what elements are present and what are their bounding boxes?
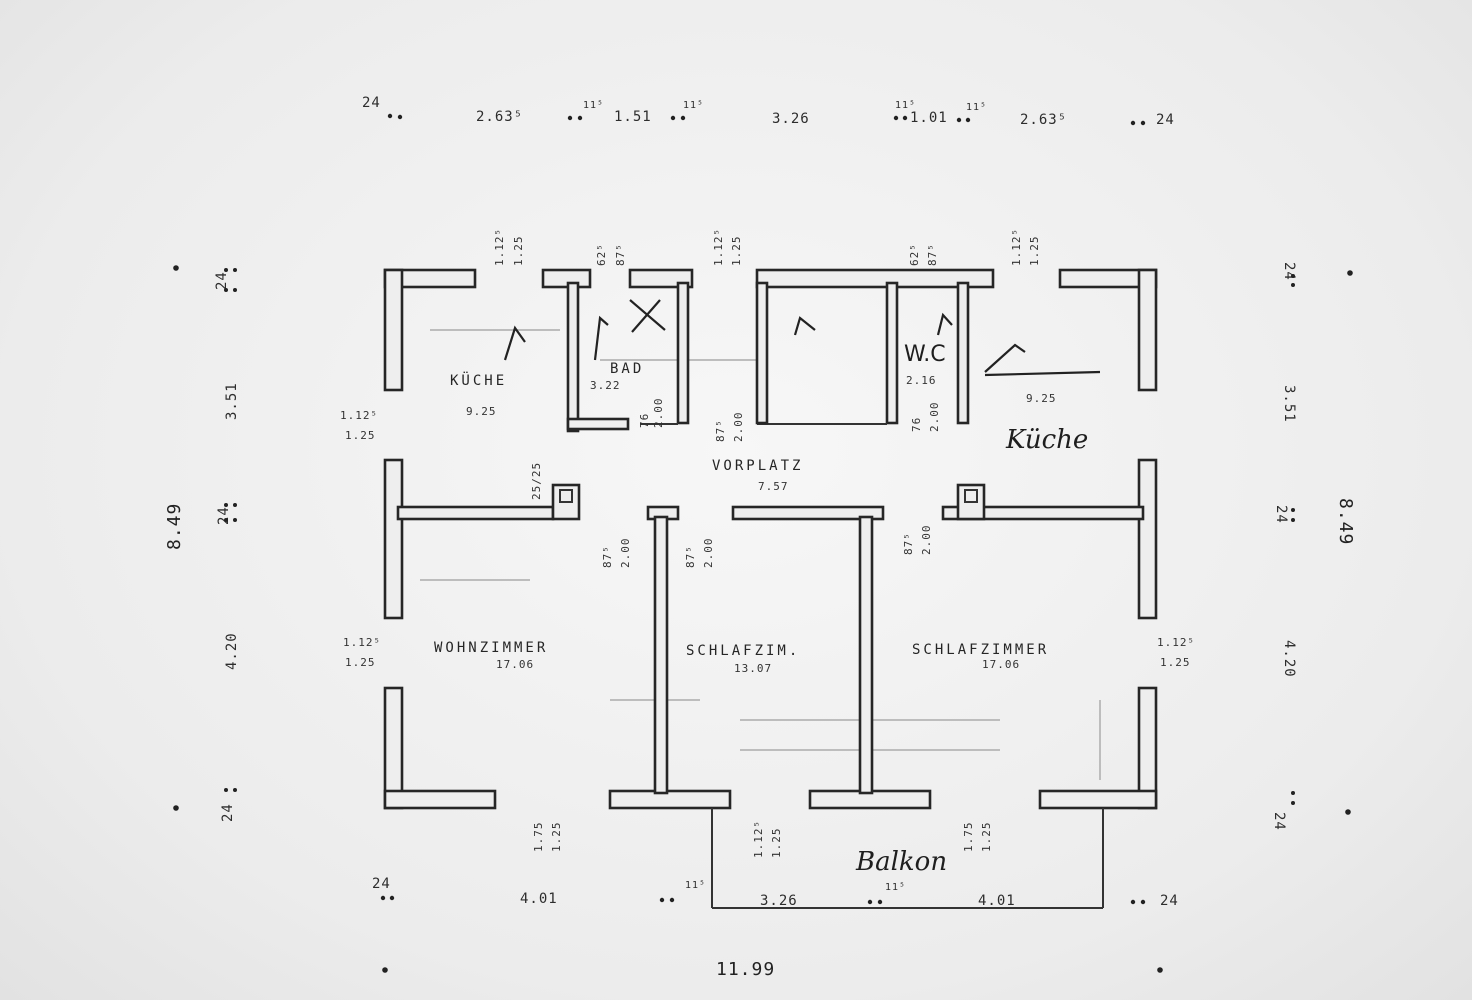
bottom-window-3-width: 1.75 (962, 822, 975, 853)
top-dim-6: 3.26 (772, 111, 810, 127)
top-dim-1: 24 (362, 95, 381, 111)
top-window-2-width: 1.12⁵ (712, 228, 725, 266)
room-label-vorplatz: VORPLATZ (712, 458, 803, 474)
bottom-dim-6: 4.01 (978, 893, 1016, 909)
left-window-lower-width: 1.12⁵ (343, 636, 381, 649)
door-store-width: 87⁵ (714, 419, 727, 442)
right-dim-2: 3.51 (1281, 385, 1297, 423)
door-wc-height: 2.00 (928, 402, 941, 433)
room-area-schlafzimmer-mid: 13.07 (734, 662, 772, 675)
top-dim-3: 11⁵ (583, 100, 604, 111)
bottom-dim-2: 4.01 (520, 891, 558, 907)
room-labels: KÜCHE 9.25 BAD 3.22 W.C 2.16 Küche 9.25 … (434, 342, 1088, 877)
right-dim-5: 24 (1271, 812, 1287, 831)
room-label-schlafzimmer-mid: SCHLAFZIM. (686, 643, 800, 659)
room-area-bad: 3.22 (590, 379, 621, 392)
room-label-balkon: Balkon (855, 847, 947, 877)
left-dim-3: 24 (216, 506, 232, 525)
door-schlaf-right-height: 2.00 (920, 525, 933, 556)
top-dim-8: 1.01 (910, 110, 948, 126)
top-window-2-height: 1.25 (730, 236, 743, 267)
top-window-bad-height: 87⁵ (614, 243, 627, 266)
door-schlaf-right-width: 87⁵ (902, 532, 915, 555)
room-area-kueche-right: 9.25 (1026, 392, 1057, 405)
room-area-kueche-left: 9.25 (466, 405, 497, 418)
top-dim-11: 24 (1156, 112, 1175, 128)
overall-depth-right: 8.49 (1335, 498, 1356, 545)
room-label-kueche-right: Küche (1005, 425, 1088, 455)
left-dimension-line: 24 3.51 24 4.20 24 8.49 (164, 265, 240, 822)
right-dim-3: 24 (1273, 505, 1289, 524)
overall-depth-left: 8.49 (164, 503, 185, 550)
room-label-wc: W.C (904, 342, 946, 367)
overall-width: 11.99 (716, 959, 775, 980)
top-window-wc-height: 87⁵ (926, 243, 939, 266)
left-dim-1: 24 (214, 271, 230, 290)
exterior-walls (383, 268, 1158, 810)
room-label-schlafzimmer-right: SCHLAFZIMMER (912, 642, 1049, 658)
bottom-dim-1: 24 (372, 876, 391, 892)
room-area-wohnzimmer: 17.06 (496, 658, 534, 671)
top-window-wc-width: 62⁵ (908, 243, 921, 266)
top-dim-2: 2.63⁵ (476, 109, 523, 125)
bottom-dim-7: 24 (1160, 893, 1179, 909)
room-area-wc: 2.16 (906, 374, 937, 387)
interior-walls (396, 281, 1145, 795)
room-area-vorplatz: 7.57 (758, 480, 789, 493)
bottom-window-1-width: 1.75 (532, 822, 545, 853)
bottom-dim-3: 11⁵ (685, 880, 706, 891)
top-dim-5: 11⁵ (683, 100, 704, 111)
left-dim-5: 24 (220, 803, 236, 822)
door-wohn-height: 2.00 (619, 538, 632, 569)
door-wohn-width: 87⁵ (601, 545, 614, 568)
left-window-upper-width: 1.12⁵ (340, 409, 378, 422)
top-window-1-width: 1.12⁵ (493, 228, 506, 266)
opening-dimensions: 1.12⁵ 1.25 1.12⁵ 1.25 1.12⁵ 1.25 1.12⁵ 1… (340, 228, 1195, 859)
top-dim-4: 1.51 (614, 109, 652, 125)
bottom-window-3-height: 1.25 (980, 822, 993, 853)
room-label-wohnzimmer: WOHNZIMMER (434, 640, 548, 656)
top-window-3-height: 1.25 (1028, 236, 1041, 267)
handwritten-marks (503, 299, 1101, 377)
bottom-dim-4: 3.26 (760, 893, 798, 909)
top-window-1-height: 1.25 (512, 236, 525, 267)
door-bad-height: 2.00 (652, 398, 665, 429)
right-dim-1: 24 (1281, 262, 1297, 281)
door-schlaf-mid-width: 87⁵ (684, 545, 697, 568)
top-dim-7: 11⁵ (895, 100, 916, 111)
left-dim-4: 4.20 (224, 632, 240, 670)
bottom-window-2-width: 1.12⁵ (752, 820, 765, 858)
top-dimension-line: 24 2.63⁵ 11⁵ 1.51 11⁵ 3.26 11⁵ 1.01 11⁵ … (362, 95, 1175, 128)
bottom-window-1-height: 1.25 (550, 822, 563, 853)
top-dim-9: 11⁵ (966, 102, 987, 113)
room-label-bad: BAD (610, 361, 644, 377)
right-dimension-line: 24 3.51 24 4.20 24 8.49 (1271, 262, 1356, 831)
top-window-3-width: 1.12⁵ (1010, 228, 1023, 266)
bottom-dimension-line: 24 4.01 11⁵ 3.26 11⁵ 4.01 24 11.99 (372, 876, 1179, 980)
chimney-size: 25/25 (530, 462, 543, 500)
bottom-window-2-height: 1.25 (770, 828, 783, 859)
door-wc-width: 76 (910, 417, 923, 432)
balcony-outline (711, 808, 1104, 909)
left-dim-2: 3.51 (224, 382, 240, 420)
left-window-lower-height: 1.25 (345, 656, 376, 669)
door-bad-width: 76 (638, 413, 651, 428)
right-dim-4: 4.20 (1281, 640, 1297, 678)
left-window-upper-height: 1.25 (345, 429, 376, 442)
right-window-lower-height: 1.25 (1160, 656, 1191, 669)
door-schlaf-mid-height: 2.00 (702, 538, 715, 569)
bottom-dim-5: 11⁵ (885, 882, 906, 893)
door-store-height: 2.00 (732, 412, 745, 443)
right-window-lower-width: 1.12⁵ (1157, 636, 1195, 649)
top-dim-10: 2.63⁵ (1020, 112, 1067, 128)
room-area-schlafzimmer-right: 17.06 (982, 658, 1020, 671)
top-window-bad-width: 62⁵ (595, 243, 608, 266)
room-label-kueche-left: KÜCHE (450, 371, 507, 389)
